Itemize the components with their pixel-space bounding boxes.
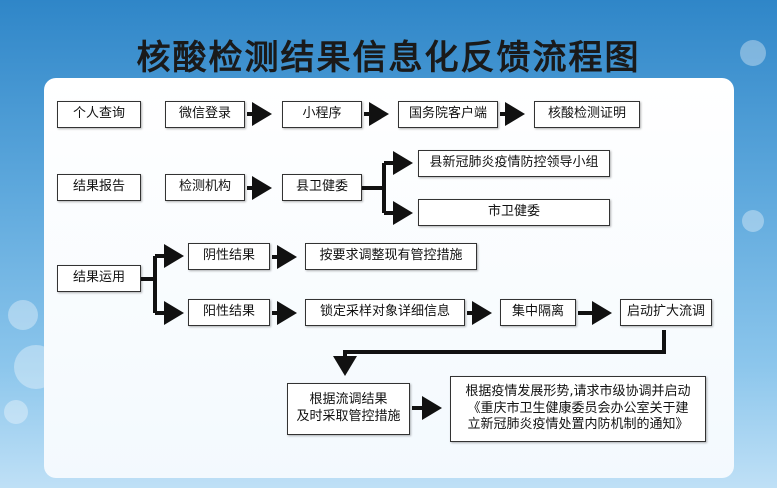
node-result-report: 结果报告 [57, 174, 141, 201]
node-adjust-measures: 按要求调整现有管控措施 [305, 243, 477, 270]
node-result-use: 结果运用 [57, 265, 141, 292]
page-title: 核酸检测结果信息化反馈流程图 [136, 38, 641, 78]
branch-result-use [140, 254, 175, 315]
request-line-3: 立新冠肺炎疫情处置内防机制的通知》 [467, 417, 689, 433]
decor-bubble [740, 40, 766, 66]
node-lock-sampling: 锁定采样对象详细信息 [305, 299, 465, 326]
request-line-2: 《重庆市卫生健康委员会办公室关于建 [467, 400, 689, 416]
node-request-city-coordination: 根据疫情发展形势,请求市级协调并启动 《重庆市卫生健康委员会办公室关于建 立新冠… [450, 376, 706, 442]
request-line-1: 根据疫情发展形势,请求市级协调并启动 [465, 383, 691, 399]
node-testing-agency: 检测机构 [165, 174, 245, 201]
node-nat-certificate: 核酸检测证明 [534, 101, 640, 128]
node-mini-program: 小程序 [282, 101, 362, 128]
node-state-council-app: 国务院客户端 [398, 101, 498, 128]
branch-county-to-groups [362, 161, 404, 215]
node-start-epi-investigation: 启动扩大流调 [620, 299, 712, 326]
node-centralized-isolation: 集中隔离 [500, 299, 576, 326]
node-wechat-login: 微信登录 [165, 101, 245, 128]
node-county-leading-group: 县新冠肺炎疫情防控领导小组 [418, 150, 610, 177]
arrow-epi-to-result [333, 330, 666, 376]
node-county-health: 县卫健委 [282, 174, 362, 201]
node-city-health: 市卫健委 [418, 199, 610, 226]
node-epi-result-action: 根据流调结果 及时采取管控措施 [287, 383, 410, 435]
decor-bubble [8, 300, 38, 330]
epi-result-line-2: 及时采取管控措施 [296, 409, 401, 424]
decor-bubble [742, 210, 764, 232]
node-positive-result: 阳性结果 [188, 299, 270, 326]
node-personal-query: 个人查询 [57, 101, 141, 128]
node-negative-result: 阴性结果 [188, 243, 270, 270]
decor-bubble [4, 400, 28, 424]
epi-result-line-1: 根据流调结果 [309, 392, 388, 408]
